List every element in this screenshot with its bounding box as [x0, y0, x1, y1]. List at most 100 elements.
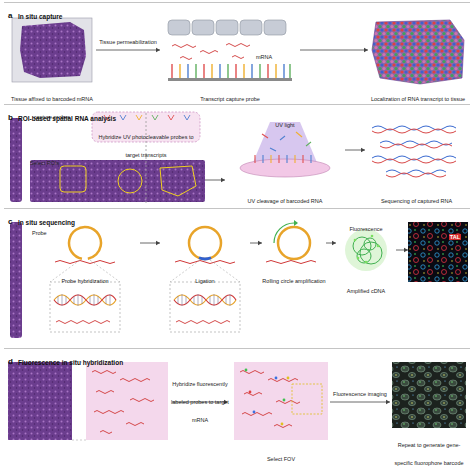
caption: UV light: [275, 122, 294, 128]
stage-node: Select ROIs: [30, 151, 205, 205]
arrow-head: [221, 178, 225, 182]
stage-node: Select FOV: [232, 361, 330, 471]
connector: [326, 241, 336, 245]
text-slot: Fluorescence in situ hybridization: [18, 351, 268, 369]
arrow-head: [364, 48, 368, 52]
text-slot: ROI-based spatial RNA analysis: [18, 107, 268, 125]
caption: Rolling circle amplification: [262, 278, 325, 284]
art-path: [20, 22, 86, 78]
stage-node: Ligation: [160, 221, 250, 341]
connector: [96, 48, 160, 52]
connector-line: [96, 50, 160, 51]
connector: [250, 241, 262, 245]
stage-node: Tissue affixed to barcoded mRNA capture …: [8, 15, 96, 121]
text-slot: Rolling circle amplification: [262, 269, 326, 287]
art-path: [196, 64, 290, 78]
art-rect: [192, 20, 214, 35]
panel-letter: d: [8, 357, 13, 366]
art-path: [372, 20, 464, 84]
art-path: [244, 393, 262, 396]
panel-letter: b: [8, 113, 13, 122]
caption: Repeat to generate gene-specific fluorop…: [394, 442, 463, 466]
art-path: [160, 166, 196, 196]
art-path: [172, 45, 196, 48]
art-circle: [365, 261, 368, 264]
text-slot: Repeat to generate gene-specific fluorop…: [390, 433, 468, 469]
art-path: [268, 379, 298, 382]
art-rect: [60, 166, 86, 192]
stage-node: FluorescenceAmplified cDNA: [336, 217, 396, 301]
text-slot: Select FOV: [232, 447, 330, 465]
connector: [300, 48, 368, 52]
art-rect: [10, 222, 22, 338]
text-slot: UV light: [265, 113, 305, 131]
art-rect: [408, 222, 468, 282]
text-slot: Localization of RNA transcript to tissue: [368, 87, 468, 105]
art-circle: [275, 377, 278, 380]
connector: [146, 113, 147, 205]
art-circle: [354, 239, 357, 242]
art-path: [372, 129, 456, 133]
art-path: [184, 115, 190, 120]
art-path: [280, 136, 285, 140]
art-rect: [168, 20, 190, 35]
art-path: [94, 411, 124, 414]
caption: Select ROIs: [30, 160, 59, 166]
panel-title: ROI-based spatial RNA analysis: [18, 115, 116, 122]
text-slot: mRNA: [256, 45, 296, 63]
connector-line: [146, 113, 147, 205]
art-circle: [253, 411, 256, 414]
art-path: [255, 155, 303, 163]
edge-label-slot: Tissue permeabilization: [98, 30, 158, 48]
text-slot: UV cleavage of barcoded RNA: [225, 189, 345, 207]
art-circle: [189, 227, 221, 259]
art-rect: [86, 362, 168, 440]
step-note: Hybridize fluorescently labeled probes t…: [171, 381, 229, 423]
art-circle: [345, 229, 387, 271]
art-circle: [371, 235, 374, 238]
text-slot: Hybridize UV photocleavable probes to ta…: [96, 125, 196, 161]
art-path: [199, 258, 211, 259]
art-g: [372, 126, 456, 177]
edge-label: Fluorescence imaging: [332, 391, 388, 397]
arrow-head: [156, 241, 160, 245]
arrow-head: [361, 148, 365, 152]
art-rect: [8, 362, 72, 440]
caption: Sequencing of captured RNA: [381, 198, 452, 204]
art-rect: [392, 362, 466, 428]
caption: Hybridize UV photocleavable probes to ta…: [98, 134, 193, 158]
panel-title: In situ sequencing: [18, 219, 75, 226]
art-circle: [278, 227, 310, 259]
art-rect: [10, 118, 22, 202]
art-path: [380, 141, 452, 145]
panel-letter: a: [8, 11, 12, 20]
caption: Probe hybridization: [61, 278, 108, 284]
text-slot: In situ sequencing: [18, 211, 268, 229]
art-polygon: [252, 122, 318, 165]
connector: [330, 400, 390, 404]
arrow-head: [332, 241, 336, 245]
caption: Localization of RNA transcript to tissue: [371, 96, 465, 102]
arrow-head: [156, 48, 160, 52]
panel: cIn situ sequencingProbeProbe hybridizat…: [4, 208, 470, 346]
art-path: [200, 51, 218, 54]
art-path: [175, 261, 235, 264]
art-path: [126, 423, 144, 426]
art-rect: [264, 20, 286, 35]
connector: [140, 241, 160, 245]
caption: Transcript capture probe: [200, 96, 260, 102]
stage-node: ProbeProbe hybridization: [30, 221, 140, 341]
panel: aIn situ captureTissue affixed to barcod…: [4, 2, 470, 100]
text-slot: b: [8, 106, 18, 124]
caption: mRNA: [256, 54, 272, 60]
art-path: [240, 371, 264, 374]
art-circle: [281, 423, 284, 426]
art-polygon: [294, 220, 298, 226]
art-path: [266, 261, 316, 264]
stage-node: Rolling circle amplification: [262, 221, 326, 301]
art-g: [172, 44, 250, 60]
edge-label-slot: Fluorescence imaging: [332, 382, 388, 400]
